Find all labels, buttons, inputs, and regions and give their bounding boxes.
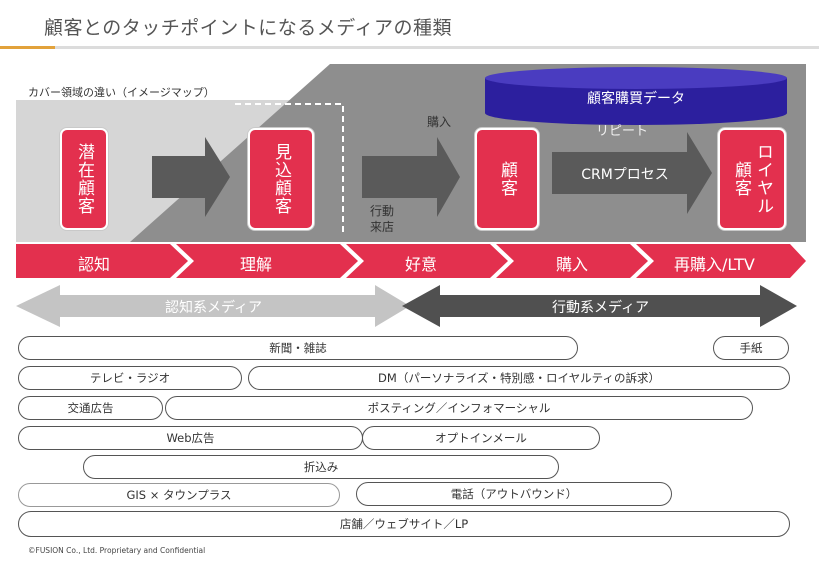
- media-label: 店舗／ウェブサイト／LP: [339, 517, 469, 531]
- loyal-customer-label-1: ロイヤル: [753, 143, 773, 215]
- media-label: 新聞・雑誌: [269, 341, 327, 355]
- action-media-label: 行動系メディア: [552, 300, 650, 316]
- customer-box: 顧客: [475, 128, 539, 230]
- media-label: 交通広告: [67, 401, 114, 415]
- purchase-label: 購入: [427, 115, 452, 129]
- potential-customer-box: 潜在顧客: [60, 128, 108, 230]
- media-label: 手紙: [739, 341, 763, 355]
- prospect-customer-label: 見込顧客: [271, 143, 291, 215]
- potential-customer-label: 潜在顧客: [74, 143, 94, 215]
- arrow-crm: [552, 132, 712, 214]
- media-label: Web広告: [166, 431, 215, 445]
- visit-label-line2: 来店: [370, 220, 395, 234]
- media-newspaper-magazine: 新聞・雑誌: [18, 336, 578, 360]
- arrow-prospect-to-customer: [362, 137, 460, 217]
- coverage-map-label: カバー領域の違い（イメージマップ）: [28, 86, 215, 99]
- title-underline: [0, 46, 819, 49]
- media-posting-infomercial: ポスティング／インフォマーシャル: [165, 396, 753, 420]
- media-transit-ad: 交通広告: [18, 396, 163, 420]
- media-web-ad: Web広告: [18, 426, 363, 450]
- customer-label: 顧客: [497, 161, 517, 197]
- visit-label: 行動 来店: [370, 203, 394, 235]
- media-label: ポスティング／インフォマーシャル: [367, 401, 551, 415]
- loyal-customer-box: 顧客 ロイヤル: [718, 128, 786, 230]
- database-cylinder: [485, 67, 787, 125]
- dashed-frame: [235, 103, 344, 236]
- copyright-footer: ©FUSION Co., Ltd. Proprietary and Confid…: [28, 546, 206, 555]
- stage-band: [16, 244, 806, 278]
- crm-process-label: CRMプロセス: [581, 167, 669, 183]
- stage-favorability: 好意: [405, 255, 438, 274]
- database-label: 顧客購買データ: [587, 91, 685, 107]
- stage-awareness: 認知: [78, 255, 111, 274]
- stage-understanding: 理解: [240, 255, 273, 274]
- media-label: DM（パーソナライズ・特別感・ロイヤルティの訴求）: [378, 371, 660, 385]
- loyal-customer-label-2: 顧客: [731, 161, 751, 197]
- stage-repurchase-ltv: 再購入/LTV: [674, 255, 755, 274]
- prospect-customer-box: 見込顧客: [248, 128, 314, 230]
- media-gis-townplus: GIS × タウンプラス: [18, 483, 340, 507]
- visit-label-line1: 行動: [370, 204, 395, 218]
- page-title: 顧客とのタッチポイントになるメディアの種類: [44, 17, 452, 39]
- media-optin-mail: オプトインメール: [362, 426, 600, 450]
- arrow-potential-to-prospect: [152, 137, 230, 217]
- media-label: テレビ・ラジオ: [89, 371, 171, 385]
- repeat-label: リピート: [596, 124, 649, 139]
- media-tv-radio: テレビ・ラジオ: [18, 366, 242, 390]
- media-dm: DM（パーソナライズ・特別感・ロイヤルティの訴求）: [248, 366, 790, 390]
- action-media-arrow: [402, 285, 797, 327]
- media-label: GIS × タウンプラス: [126, 488, 232, 502]
- awareness-media-arrow: [16, 285, 410, 327]
- media-phone-outbound: 電話（アウトバウンド）: [356, 482, 672, 506]
- media-letter: 手紙: [713, 336, 789, 360]
- stage-purchase: 購入: [556, 255, 589, 274]
- media-label: オプトインメール: [435, 431, 527, 445]
- media-store-website-lp: 店舗／ウェブサイト／LP: [18, 511, 790, 537]
- media-label: 電話（アウトバウンド）: [450, 487, 578, 501]
- awareness-media-label: 認知系メディア: [165, 300, 263, 316]
- media-flyer-insert: 折込み: [83, 455, 559, 479]
- media-label: 折込み: [303, 460, 339, 474]
